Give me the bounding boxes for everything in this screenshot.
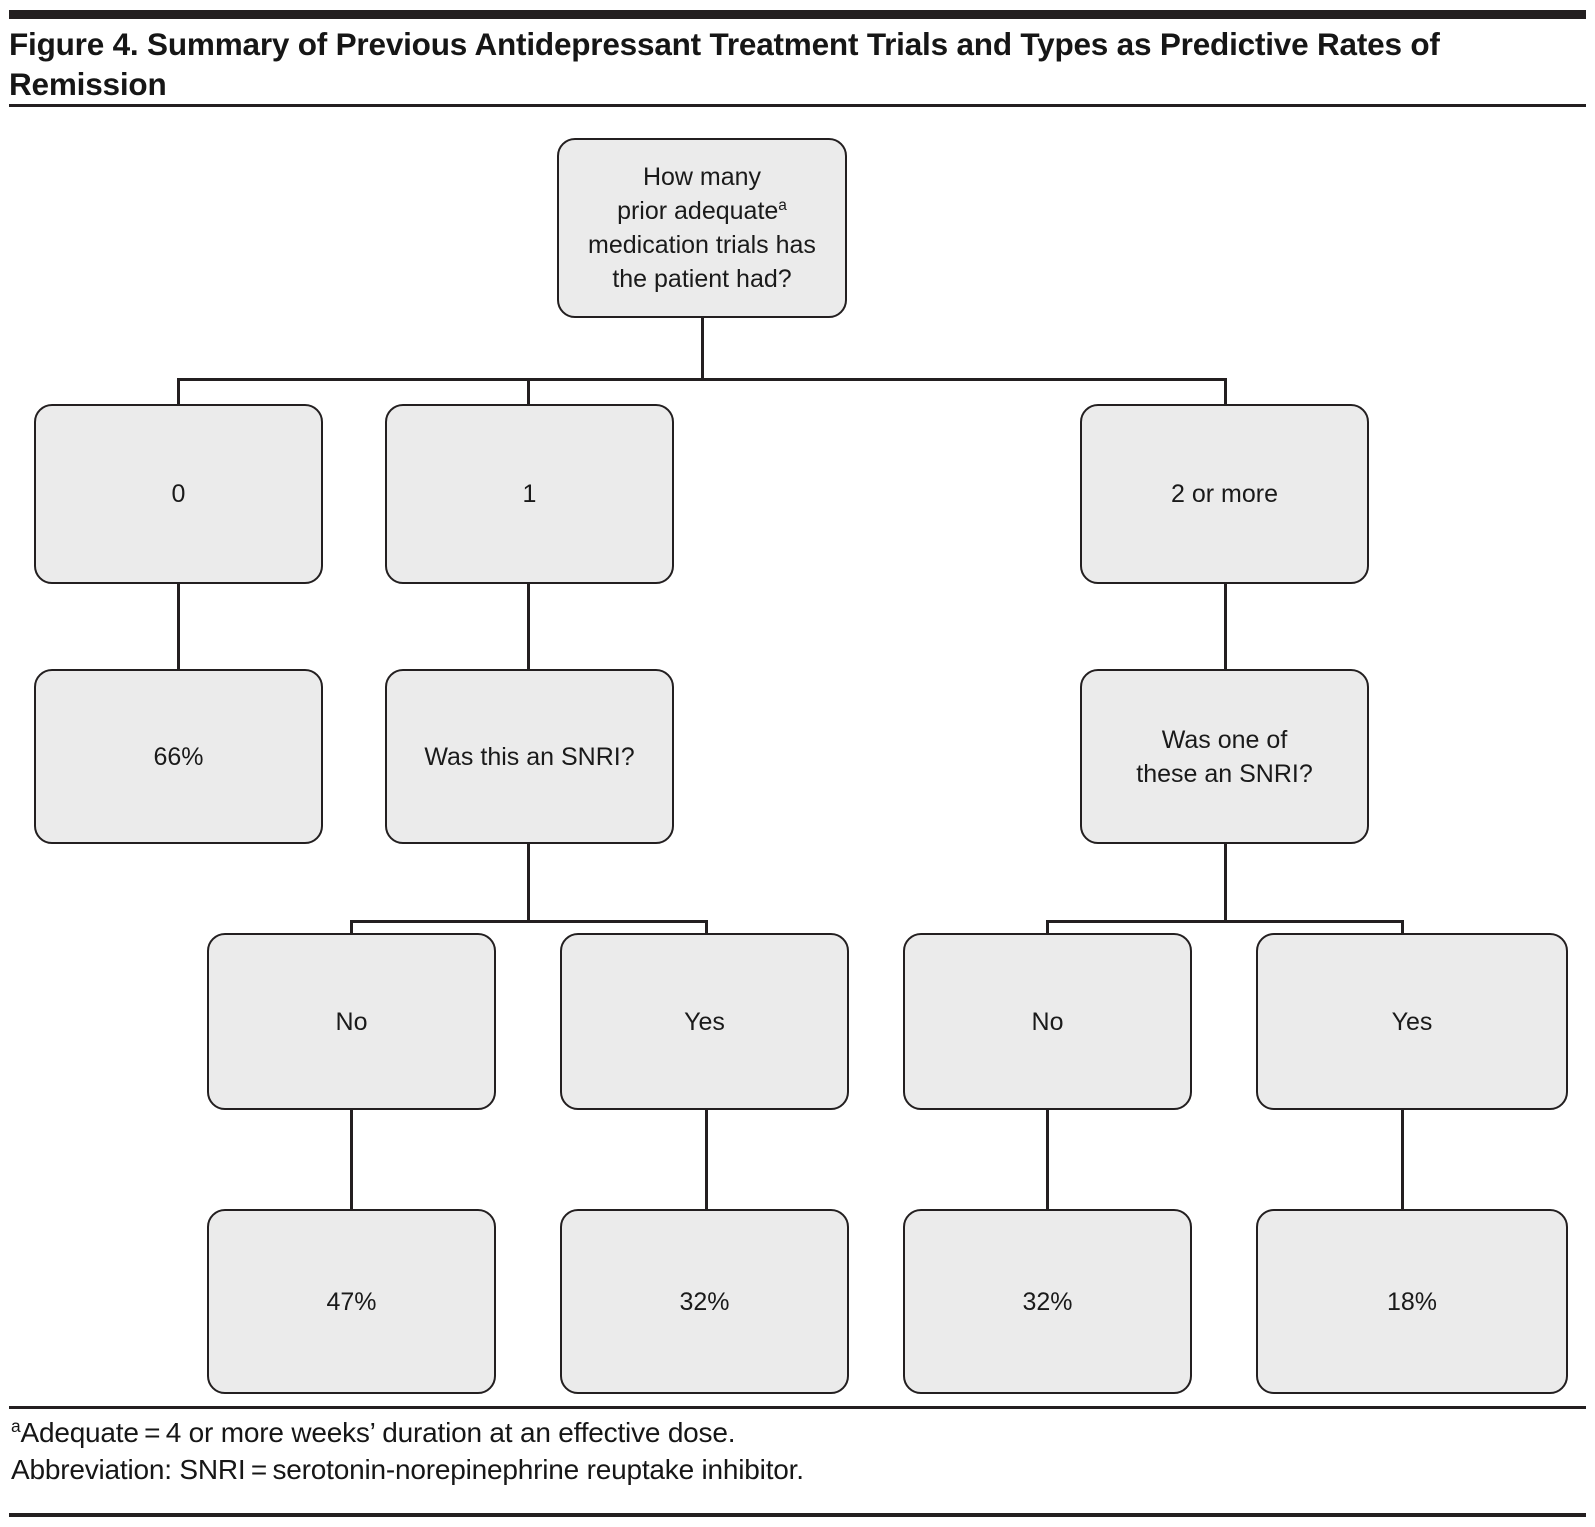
connector-snri1no-to-result	[350, 1110, 353, 1210]
connector-snri2yes-to-result	[1401, 1110, 1404, 1210]
footnote-marker-a: a	[11, 1415, 21, 1436]
node-snri2-no-label: No	[1031, 1007, 1064, 1036]
connector-to-branch-2plus	[1224, 378, 1227, 406]
node-result-snri2-no-label: 32%	[1022, 1287, 1073, 1316]
connector-branch2-to-question	[1224, 584, 1227, 670]
node-result-snri1-yes-label: 32%	[679, 1287, 730, 1316]
node-snri1-no: No	[207, 933, 496, 1110]
footnote-rule-bottom	[9, 1513, 1586, 1517]
node-branch-1-label: 1	[522, 480, 537, 508]
connector-root-down	[701, 318, 704, 380]
node-root-question: How many prior adequatea medication tria…	[557, 138, 847, 318]
node-snri1-yes: Yes	[560, 933, 849, 1110]
node-snri2-yes-label: Yes	[1391, 1007, 1433, 1036]
connector-snri2-bar	[1046, 920, 1403, 923]
node-result-0-label: 66%	[153, 742, 204, 771]
top-rule	[9, 10, 1586, 19]
connector-level2-bar	[177, 378, 1226, 381]
connector-snri2no-to-result	[1046, 1110, 1049, 1210]
node-snri1-yes-label: Yes	[684, 1007, 725, 1036]
connector-snri1yes-to-result	[705, 1110, 708, 1210]
connector-snri1-bar	[350, 920, 707, 923]
footnote-rule-top	[9, 1406, 1586, 1409]
root-text-part2: medication trials has the patient had?	[588, 231, 816, 293]
node-branch-2-or-more-label: 2 or more	[1171, 480, 1278, 508]
root-text-part1: How many prior adequate	[617, 163, 779, 225]
footnote-adequate: aAdequate = 4 or more weeks’ duration at…	[11, 1414, 1411, 1451]
connector-branch1-to-question	[527, 584, 530, 670]
node-branch-1: 1	[385, 404, 674, 584]
node-question-snri-1-label: Was this an SNRI?	[424, 742, 635, 771]
node-result-0: 66%	[34, 669, 323, 844]
title-rule	[9, 104, 1586, 107]
node-result-snri1-no-label: 47%	[326, 1287, 377, 1316]
node-snri2-yes: Yes	[1256, 933, 1568, 1110]
connector-to-branch-0	[177, 378, 180, 406]
footnote-adequate-text: Adequate = 4 or more weeks’ duration at …	[20, 1417, 736, 1448]
connector-to-branch-1	[527, 378, 530, 406]
node-question-snri-1: Was this an SNRI?	[385, 669, 674, 844]
node-snri1-no-label: No	[335, 1007, 368, 1036]
page-title: Figure 4. Summary of Previous Antidepres…	[9, 26, 1440, 103]
connector-branch0-to-result	[177, 584, 180, 670]
connector-snri2-down	[1224, 844, 1227, 922]
node-result-snri2-no: 32%	[903, 1209, 1192, 1394]
footnote-abbreviation: Abbreviation: SNRI = serotonin-norepinep…	[11, 1454, 804, 1486]
connector-snri1-down	[527, 844, 530, 922]
node-result-snri1-yes: 32%	[560, 1209, 849, 1394]
node-result-snri2-yes-label: 18%	[1386, 1287, 1438, 1316]
node-question-snri-2: Was one of these an SNRI?	[1080, 669, 1369, 844]
node-branch-0-label: 0	[171, 480, 186, 508]
node-result-snri2-yes: 18%	[1256, 1209, 1568, 1394]
node-result-snri1-no: 47%	[207, 1209, 496, 1394]
node-root-question-label: How many prior adequatea medication tria…	[588, 160, 816, 296]
root-superscript: a	[778, 197, 787, 215]
footnotes: aAdequate = 4 or more weeks’ duration at…	[11, 1414, 1411, 1488]
node-question-snri-2-label: Was one of these an SNRI?	[1136, 725, 1313, 788]
node-branch-0: 0	[34, 404, 323, 584]
node-snri2-no: No	[903, 933, 1192, 1110]
node-branch-2-or-more: 2 or more	[1080, 404, 1369, 584]
